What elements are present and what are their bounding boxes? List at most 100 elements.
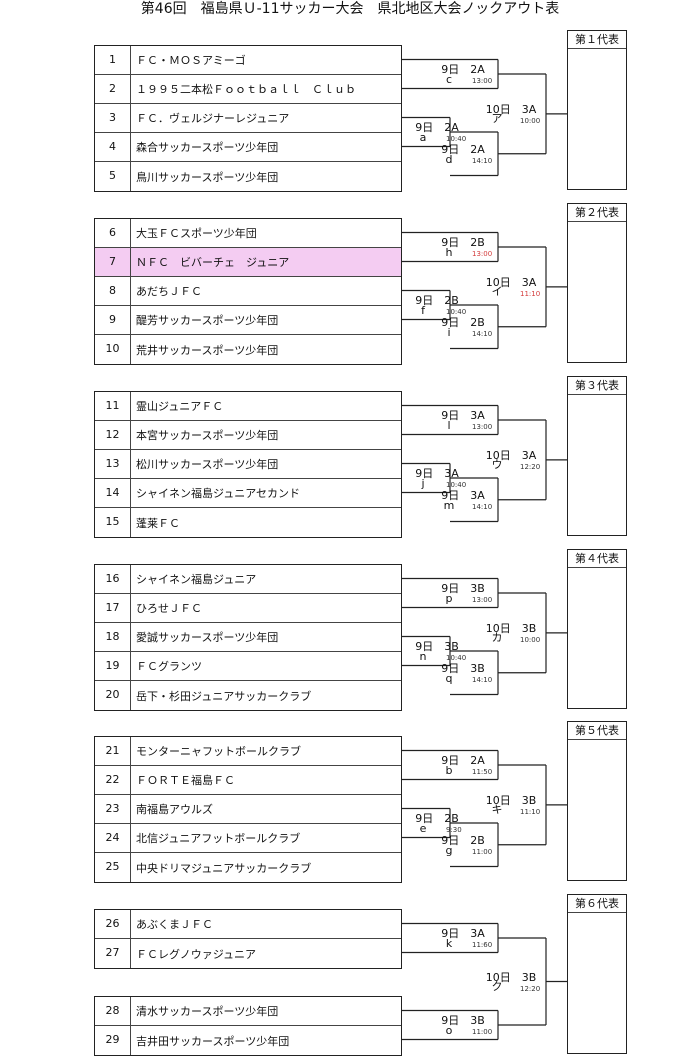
team-number: 16: [95, 565, 131, 593]
team-number: 24: [95, 824, 131, 852]
team-name: ＦＣレグノウァジュニア: [136, 947, 257, 961]
table-row: 24 北信ジュニアフットボールクラブ: [95, 824, 401, 853]
representative-label: 第４代表: [568, 550, 626, 568]
match-time: 10:00: [520, 116, 541, 125]
team-name: ＦＣグランツ: [136, 660, 202, 673]
match-datetime: 9日 3B: [415, 640, 459, 653]
match-datetime: 9日 3A: [441, 488, 485, 502]
match-datetime: 9日 2A: [441, 754, 485, 767]
match-code: l: [447, 419, 451, 432]
team-name: あぶくまＪＦＣ: [136, 918, 213, 931]
team-name: 松川サッカースポーツ少年団: [136, 458, 279, 471]
match-time: 13:00: [472, 77, 493, 85]
team-name: ＦＣ・ＭＯＳアミーゴ: [136, 54, 246, 67]
team-number: 11: [95, 392, 131, 420]
team-name: 南福島アウルズ: [136, 803, 213, 816]
team-name: 本宮サッカースポーツ少年団: [136, 429, 279, 442]
match-code: p: [445, 592, 453, 605]
match-time: 13:00: [472, 250, 493, 258]
match-time: 10:40: [446, 481, 467, 489]
table-row: 27 ＦＣレグノウァジュニア: [95, 939, 401, 968]
representative-box: 第６代表: [567, 894, 627, 1054]
team-number: 7: [95, 248, 131, 276]
match-time: 11:50: [472, 768, 493, 776]
team-name: シャイネン福島ジュニアセカンド: [136, 487, 301, 500]
representative-label: 第３代表: [568, 377, 626, 395]
match-time: 14:10: [472, 502, 493, 511]
team-name: 森合サッカースポーツ少年団: [136, 141, 279, 154]
match-code: e: [419, 822, 427, 835]
team-number: 18: [95, 623, 131, 651]
team-number: 27: [95, 939, 131, 968]
representative-box: 第４代表: [567, 549, 627, 709]
match-time: 14:10: [472, 675, 493, 684]
match-time: 10:00: [520, 635, 541, 644]
team-name: 醍芳サッカースポーツ少年団: [136, 314, 279, 327]
match-time: 10:40: [446, 654, 467, 662]
team-number: 6: [95, 219, 131, 247]
table-row: 3 ＦＣ．ヴェルジナーレジュニア: [95, 104, 401, 133]
match-datetime: 10日 3A: [485, 448, 537, 462]
match-code: m: [443, 498, 455, 512]
match-code: キ: [491, 802, 503, 816]
match-datetime: 9日 2B: [441, 236, 485, 249]
team-name: 吉井田サッカースポーツ少年団: [136, 1034, 290, 1048]
match-datetime: 9日 2B: [415, 812, 459, 825]
match-datetime: 10日 3A: [485, 102, 537, 116]
team-number: 2: [95, 75, 131, 103]
match-code: a: [419, 131, 427, 144]
match-time: 11:10: [520, 289, 541, 298]
match-time: 11:10: [520, 807, 541, 816]
match-code: g: [445, 843, 453, 857]
match-code: q: [445, 671, 453, 685]
team-name: 北信ジュニアフットボールクラブ: [136, 832, 301, 845]
team-number: 13: [95, 450, 131, 478]
match-code: ア: [491, 111, 503, 125]
team-number: 14: [95, 479, 131, 507]
team-number: 5: [95, 162, 131, 191]
match-code: b: [445, 764, 453, 777]
match-datetime: 9日 3B: [441, 661, 485, 675]
representative-box: 第２代表: [567, 203, 627, 363]
team-name: ＦＣ．ヴェルジナーレジュニア: [136, 112, 290, 125]
match-time: 13:00: [472, 423, 493, 431]
team-name: 荒井サッカースポーツ少年団: [136, 343, 279, 357]
table-row: 14 シャイネン福島ジュニアセカンド: [95, 479, 401, 508]
match-datetime: 9日 2B: [415, 294, 459, 307]
table-row: 23 南福島アウルズ: [95, 795, 401, 824]
representative-label: 第２代表: [568, 204, 626, 222]
match-code: i: [447, 325, 451, 339]
team-number: 23: [95, 795, 131, 823]
match-code: o: [445, 1024, 453, 1037]
match-code: h: [445, 246, 453, 259]
match-datetime: 9日 3A: [441, 927, 485, 940]
match-code: j: [421, 477, 425, 490]
team-number: 4: [95, 133, 131, 161]
team-name: 蓬莱ＦＣ: [136, 516, 180, 530]
team-number: 3: [95, 104, 131, 132]
match-code: n: [419, 650, 427, 663]
match-code: ウ: [491, 457, 503, 471]
match-datetime: 9日 2B: [441, 315, 485, 329]
team-name: ひろせＪＦＣ: [136, 602, 202, 615]
